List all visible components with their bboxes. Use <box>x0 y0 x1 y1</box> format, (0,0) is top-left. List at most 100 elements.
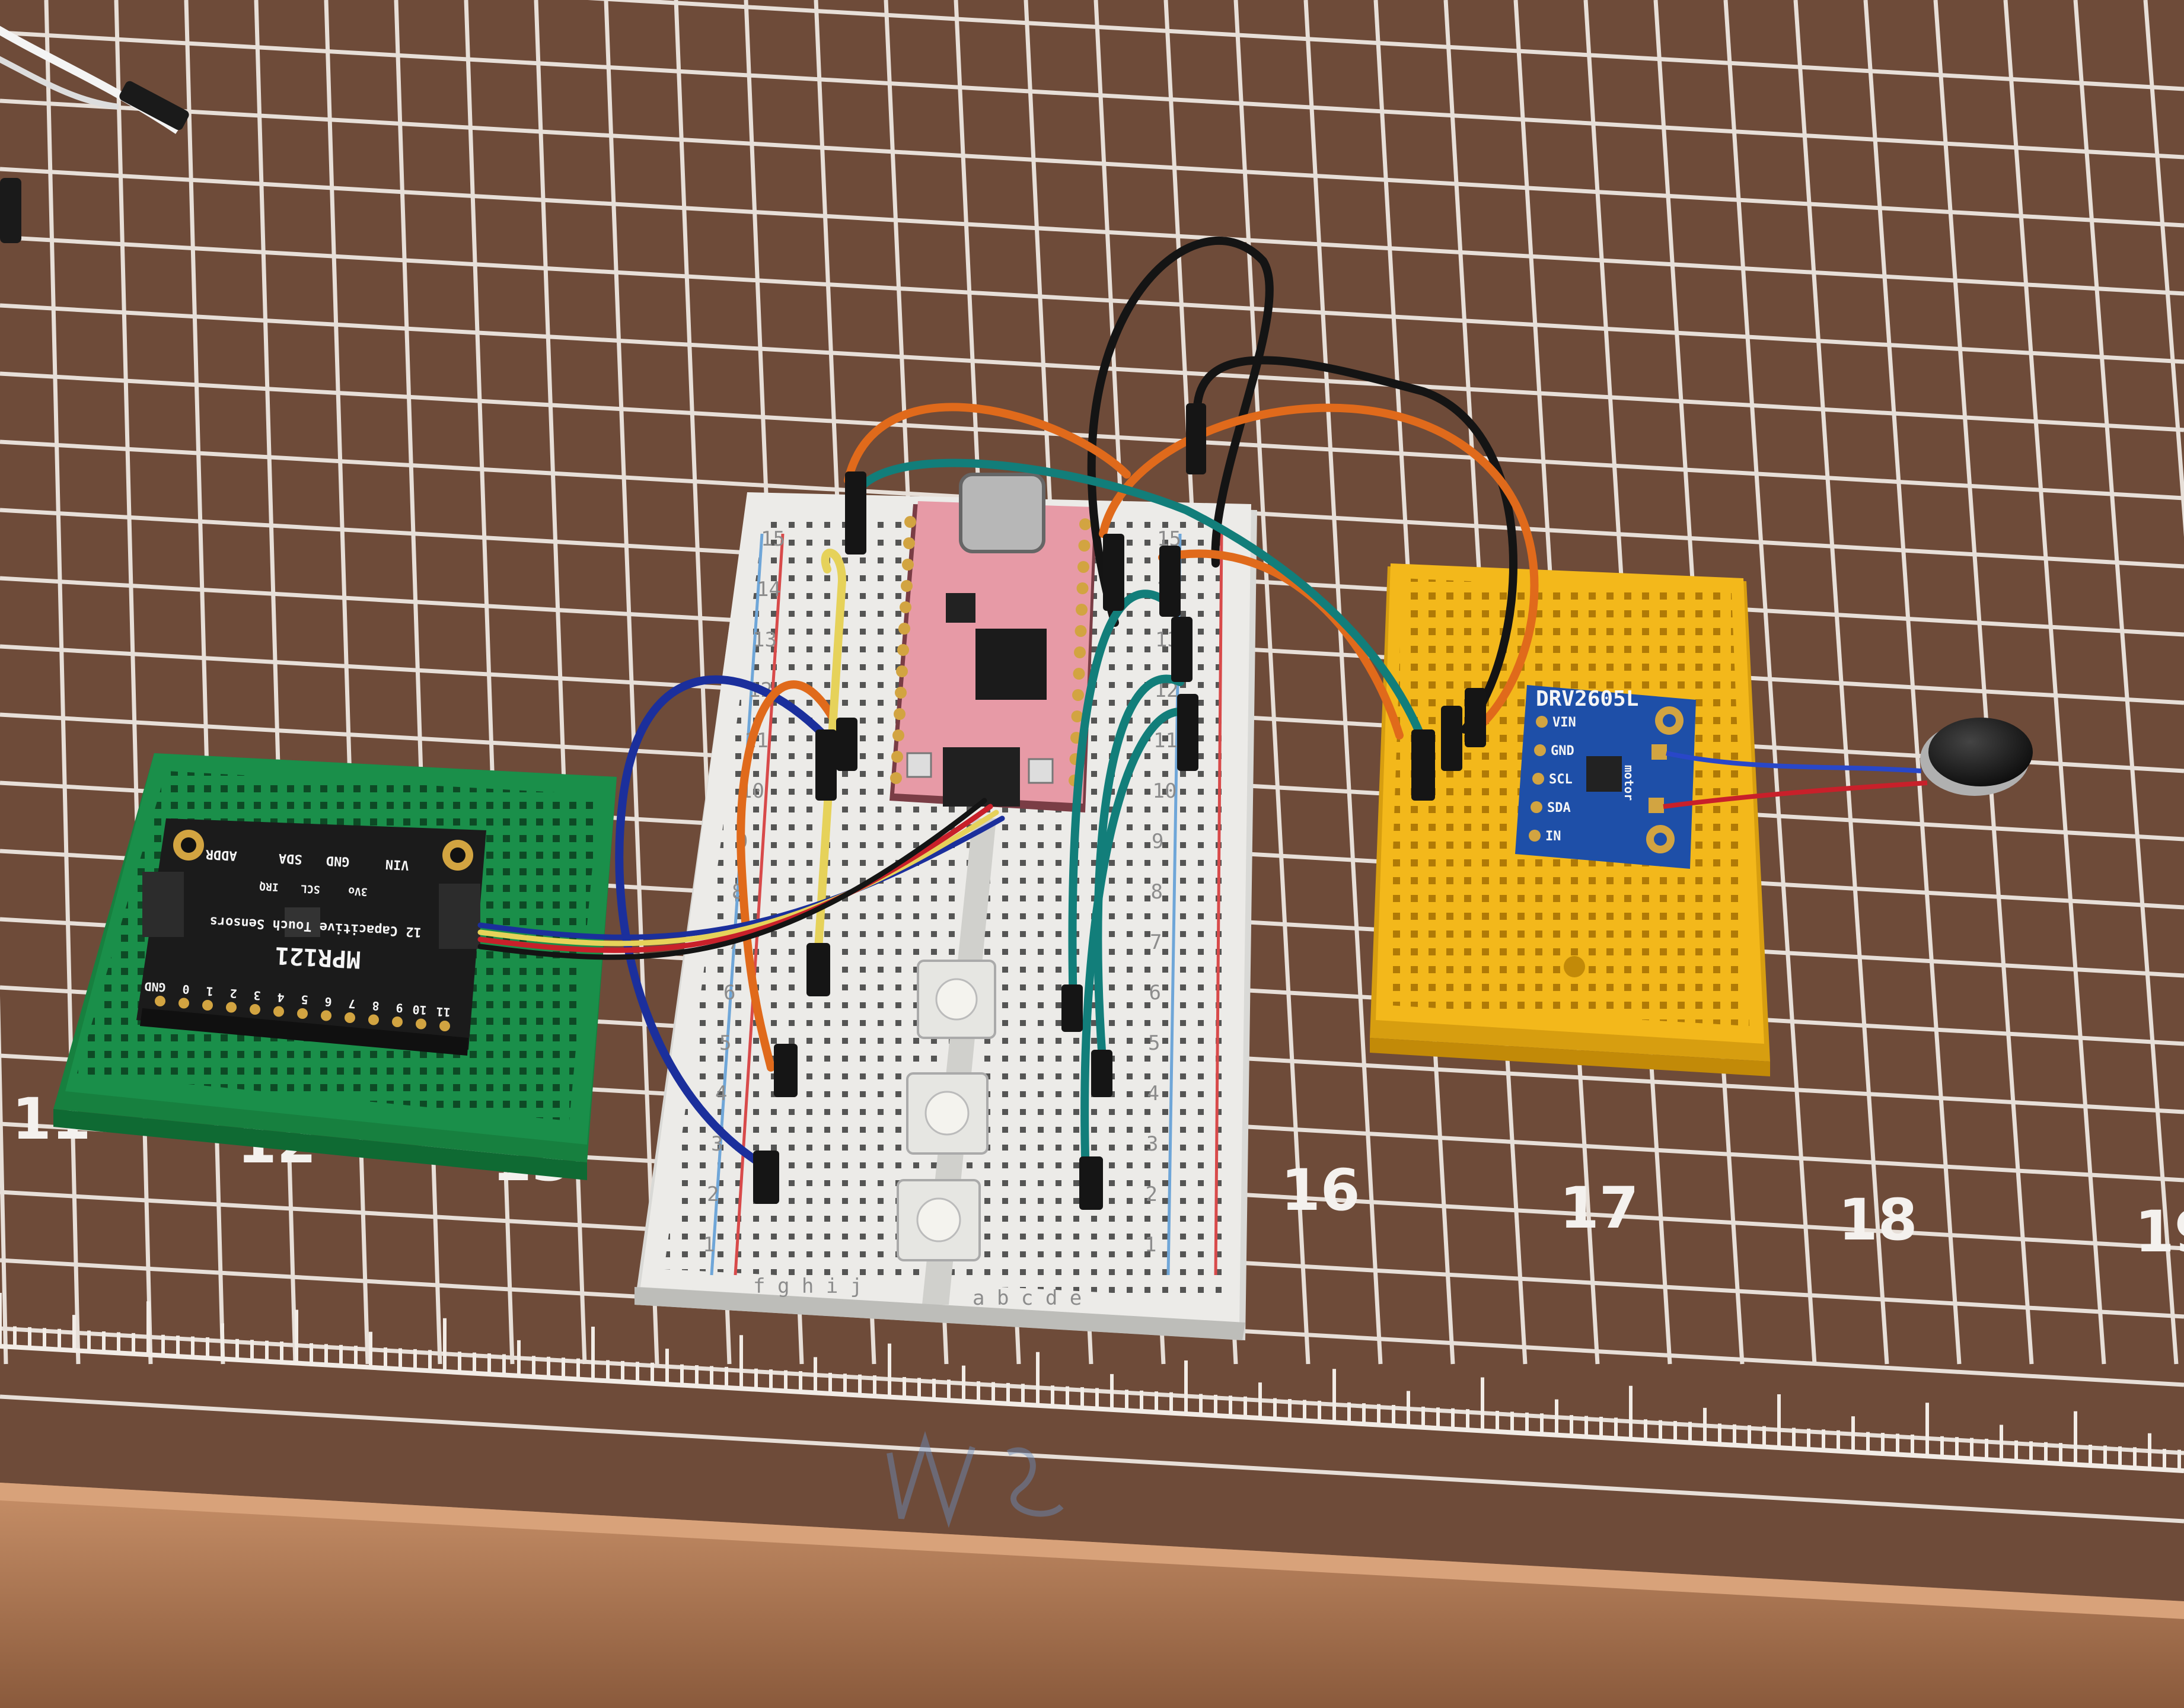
ruler-number-17: 17 <box>1560 1175 1639 1241</box>
mcu-pin <box>1075 625 1087 637</box>
push-button[interactable] <box>917 960 996 1039</box>
jumper-wires <box>477 236 1539 1167</box>
grid-line <box>1863 0 1962 1365</box>
mpr121-electrode-label: 1 <box>206 984 213 999</box>
mcu-pin <box>904 516 916 528</box>
mpr121-title: MPR121 <box>275 941 362 973</box>
electrode-pad[interactable] <box>250 1004 260 1015</box>
mpr121-electrode-label: 5 <box>301 992 308 1007</box>
reset-button[interactable] <box>906 752 932 778</box>
electrode-pad[interactable] <box>297 1008 308 1019</box>
mpr121-pin-label: 3Vo <box>348 884 368 898</box>
stemma-qt-connector <box>943 747 1020 807</box>
mcu-pin <box>1076 604 1088 616</box>
grid-line <box>2003 0 2106 1365</box>
ic-chip <box>285 907 320 937</box>
grid-line <box>1933 0 2034 1365</box>
desk-edge <box>0 1483 2184 1708</box>
breadboard-column-letters: a b c d e <box>973 1286 1082 1310</box>
breadboard-row-number: 9 <box>1152 830 1163 853</box>
electrode-pad[interactable] <box>273 1006 284 1017</box>
breadboard-row-number: 4 <box>715 1082 727 1105</box>
mcu-pin <box>892 729 904 741</box>
mpr121-pin-label: SDA <box>278 850 302 866</box>
breadboard-column-letters: f g h i j <box>753 1274 862 1298</box>
mcu-pin <box>901 580 913 592</box>
breadboard-row-number: 5 <box>719 1031 731 1055</box>
drv2605l-title: DRV2605L <box>1536 687 1638 711</box>
mcu-pin <box>1079 518 1091 530</box>
breadboard-row-number: 3 <box>711 1132 723 1156</box>
mpr121-electrode-label: 8 <box>372 999 380 1014</box>
mpr121-pin-label: SCL <box>301 882 321 896</box>
grid-line <box>587 0 2184 91</box>
mcu-pin <box>897 644 909 656</box>
electrode-pad[interactable] <box>368 1014 379 1025</box>
drv2605l-pin-label: VIN <box>1552 715 1576 730</box>
mpr121-module: MPR121 12 Capacitive Touch Sensors ADDR … <box>136 818 486 1056</box>
wire-connectors <box>753 403 1486 1210</box>
ruler-number-16: 16 <box>1281 1157 1360 1223</box>
boot-button[interactable] <box>1028 758 1054 784</box>
breadboard-row-number: 3 <box>1146 1132 1158 1156</box>
grid-line <box>1303 0 1383 1365</box>
desk-marker-scribble <box>887 1430 1064 1528</box>
power-rail-red <box>1214 533 1223 1276</box>
grid-line <box>1723 0 1817 1365</box>
drv-pin-pad <box>1532 773 1544 785</box>
mpr121-electrode-label: 0 <box>182 982 190 997</box>
breadboard-row-number: 6 <box>1149 981 1161 1005</box>
loose-wires <box>0 26 189 243</box>
mcu-pin <box>890 772 902 784</box>
electrode-pad[interactable] <box>416 1018 426 1030</box>
mpr121-electrode-label: 7 <box>348 996 356 1011</box>
mcu-pin <box>1076 582 1089 594</box>
mpr121-pin-label: VIN <box>385 856 409 872</box>
electrode-pad[interactable] <box>202 1000 213 1011</box>
mcu-pin <box>903 537 915 549</box>
electrode-pad[interactable] <box>178 998 189 1009</box>
mcu-pin <box>898 623 910 635</box>
breadboard-row-number: 15 <box>761 527 785 551</box>
push-button[interactable] <box>906 1072 989 1155</box>
mpr121-electrode-label: 3 <box>253 988 261 1003</box>
electrode-pad[interactable] <box>155 996 165 1006</box>
grid-line <box>2073 0 2179 1365</box>
breadboard-row-number: 11 <box>1153 729 1178 753</box>
usb-c-port[interactable] <box>959 473 1045 553</box>
breadboard-row-number: 6 <box>723 981 735 1005</box>
grid-line <box>1233 0 1311 1365</box>
ruler-number-18: 18 <box>1838 1187 1918 1253</box>
drv2605l-pin-label: IN <box>1545 829 1561 844</box>
grid-line <box>0 995 8 1365</box>
grid-line <box>0 1394 2184 1524</box>
electrode-pad[interactable] <box>439 1021 450 1031</box>
drv-pin-pad <box>1529 830 1541 842</box>
breadboard-row-number: 8 <box>1151 880 1163 904</box>
grid-line <box>0 98 2184 228</box>
mcu-pin <box>894 708 906 720</box>
power-rail-blue <box>710 533 764 1276</box>
electrode-pad[interactable] <box>226 1002 237 1013</box>
grid-line <box>0 235 2184 364</box>
mcu-pin <box>896 665 908 677</box>
mcu-pin <box>1073 668 1085 680</box>
drv-chip <box>1586 756 1622 792</box>
grid-line <box>0 30 2184 160</box>
breadboard-row-number: 4 <box>1147 1082 1159 1105</box>
mcu-pin <box>895 687 907 699</box>
mcu-pin <box>1074 646 1086 658</box>
electrode-pad[interactable] <box>345 1012 355 1023</box>
tactile-buttons <box>897 960 996 1261</box>
mcu-pin <box>1072 689 1084 701</box>
electrode-pad[interactable] <box>321 1010 331 1021</box>
drv2605l-pin-label: SDA <box>1547 801 1571 815</box>
breadboard-row-number: 2 <box>707 1183 719 1206</box>
grid-line <box>44 0 81 1365</box>
electrode-pad[interactable] <box>392 1016 403 1027</box>
pink-microcontroller <box>889 473 1097 812</box>
push-button[interactable] <box>897 1179 981 1261</box>
mpr121-electrode-label: 11 <box>436 1005 451 1019</box>
